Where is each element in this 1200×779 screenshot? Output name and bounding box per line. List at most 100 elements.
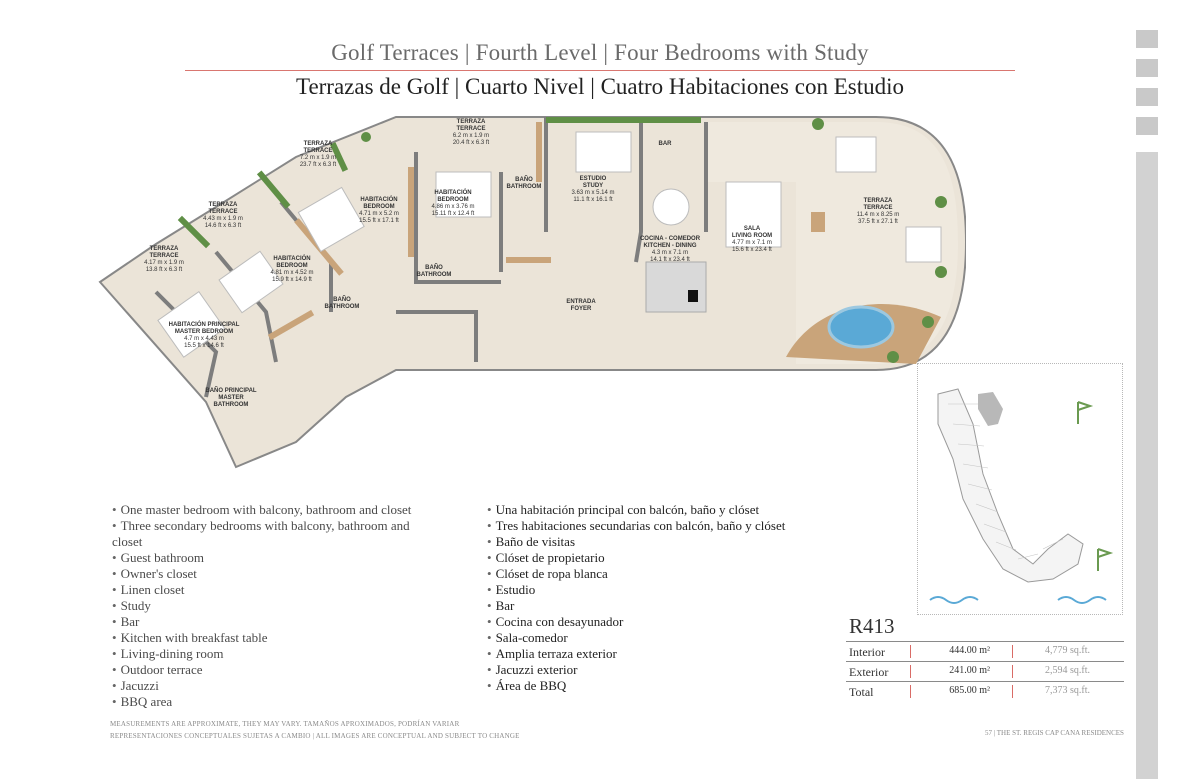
wall [414, 152, 501, 284]
shrub [887, 351, 899, 363]
column-divider [1012, 665, 1013, 678]
planter [329, 142, 349, 172]
side-tab [1136, 117, 1158, 135]
side-tab [1136, 30, 1158, 48]
room-label: BAÑO PRINCIPAL MASTER BATHROOM [205, 388, 257, 408]
column-divider [910, 685, 911, 698]
wood-panel [536, 122, 542, 182]
list-item: Una habitación principal con balcón, bañ… [487, 502, 817, 518]
table-row: Total 685.00 m² 7,373 sq.ft. [846, 681, 1124, 701]
table-row: Exterior 241.00 m² 2,594 sq.ft. [846, 661, 1124, 681]
study-desk [575, 131, 632, 173]
column-divider [1012, 645, 1013, 658]
area-label: Total [849, 685, 874, 699]
list-item: Study [112, 598, 442, 614]
area-table: Interior 444.00 m² 4,779 sq.ft. Exterior… [846, 641, 1124, 701]
planter [177, 215, 211, 249]
side-tab [1136, 59, 1158, 77]
list-item: Tres habitaciones secundarias con balcón… [487, 518, 817, 534]
list-item: Clóset de ropa blanca [487, 566, 817, 582]
outdoor-lounge [905, 226, 942, 263]
list-item: One master bedroom with balcony, bathroo… [112, 502, 442, 518]
list-item: Estudio [487, 582, 817, 598]
title-spanish: Terrazas de Golf | Cuarto Nivel | Cuatro… [296, 74, 904, 99]
planter [546, 117, 701, 123]
shrub [922, 316, 934, 328]
area-m2: 444.00 m² [949, 645, 990, 656]
building-outline [937, 388, 1084, 583]
flag-icon [1097, 548, 1114, 571]
title-divider [185, 70, 1015, 71]
list-item: Bar [112, 614, 442, 630]
key-plan [917, 363, 1123, 615]
wall [396, 310, 478, 362]
area-sqft: 4,779 sq.ft. [1045, 645, 1090, 656]
bed [157, 290, 226, 358]
area-m2: 241.00 m² [949, 665, 990, 676]
room-label: ENTRADA FOYER [566, 299, 596, 312]
shrub [935, 196, 947, 208]
area-label: Interior [849, 645, 885, 659]
shrub [812, 118, 824, 130]
page-footer: 57 | THE ST. REGIS CAP CANA RESIDENCES [985, 729, 1124, 737]
bed [435, 171, 492, 218]
area-m2: 685.00 m² [949, 685, 990, 696]
room-label: BAÑO BATHROOM [506, 177, 542, 190]
table-row: Interior 444.00 m² 4,779 sq.ft. [846, 641, 1124, 661]
area-label: Exterior [849, 665, 889, 679]
list-item: Living-dining room [112, 646, 442, 662]
list-item: Outdoor terrace [112, 662, 442, 678]
unit-code: R413 [849, 614, 895, 638]
list-item: Área de BBQ [487, 678, 817, 694]
list-item: Kitchen with breakfast table [112, 630, 442, 646]
list-item: Linen closet [112, 582, 442, 598]
kitchen-island [645, 261, 707, 313]
area-sqft: 2,594 sq.ft. [1045, 665, 1090, 676]
side-index-tabs [1136, 30, 1158, 146]
wall [634, 117, 643, 263]
shrub [361, 132, 371, 142]
list-item: BBQ area [112, 694, 442, 710]
wood-panel [267, 309, 315, 341]
list-item: Cocina con desayunador [487, 614, 817, 630]
cooktop [688, 290, 698, 302]
flag-icon [1077, 401, 1094, 424]
disclaimer-line: REPRESENTACIONES CONCEPTUALES SUJETAS A … [110, 732, 520, 740]
planter [256, 170, 291, 209]
wave-icon [1057, 596, 1107, 604]
list-item: Amplia terraza exterior [487, 646, 817, 662]
room-label: BAÑO BATHROOM [324, 297, 360, 310]
bed [218, 250, 284, 314]
area-sqft: 7,373 sq.ft. [1045, 685, 1090, 696]
column-divider [910, 665, 911, 678]
wave-icon [929, 596, 979, 604]
side-bar [1136, 152, 1158, 779]
column-divider [1012, 685, 1013, 698]
wood-panel [506, 257, 551, 263]
floor-plan-drawing [98, 116, 968, 469]
side-tab [1136, 88, 1158, 106]
jacuzzi [827, 305, 895, 349]
list-item: Guest bathroom [112, 550, 442, 566]
list-item: Three secondary bedrooms with balcony, b… [112, 518, 442, 550]
list-item: Clóset de propietario [487, 550, 817, 566]
room-label: BAR [658, 141, 672, 147]
wood-panel [811, 212, 825, 232]
wood-panel [408, 167, 414, 257]
list-item: Baño de visitas [487, 534, 817, 550]
list-item: Jacuzzi [112, 678, 442, 694]
room-label: BAÑO BATHROOM [416, 265, 452, 278]
key-plan-drawing [929, 388, 1114, 604]
dining-table [652, 188, 690, 226]
